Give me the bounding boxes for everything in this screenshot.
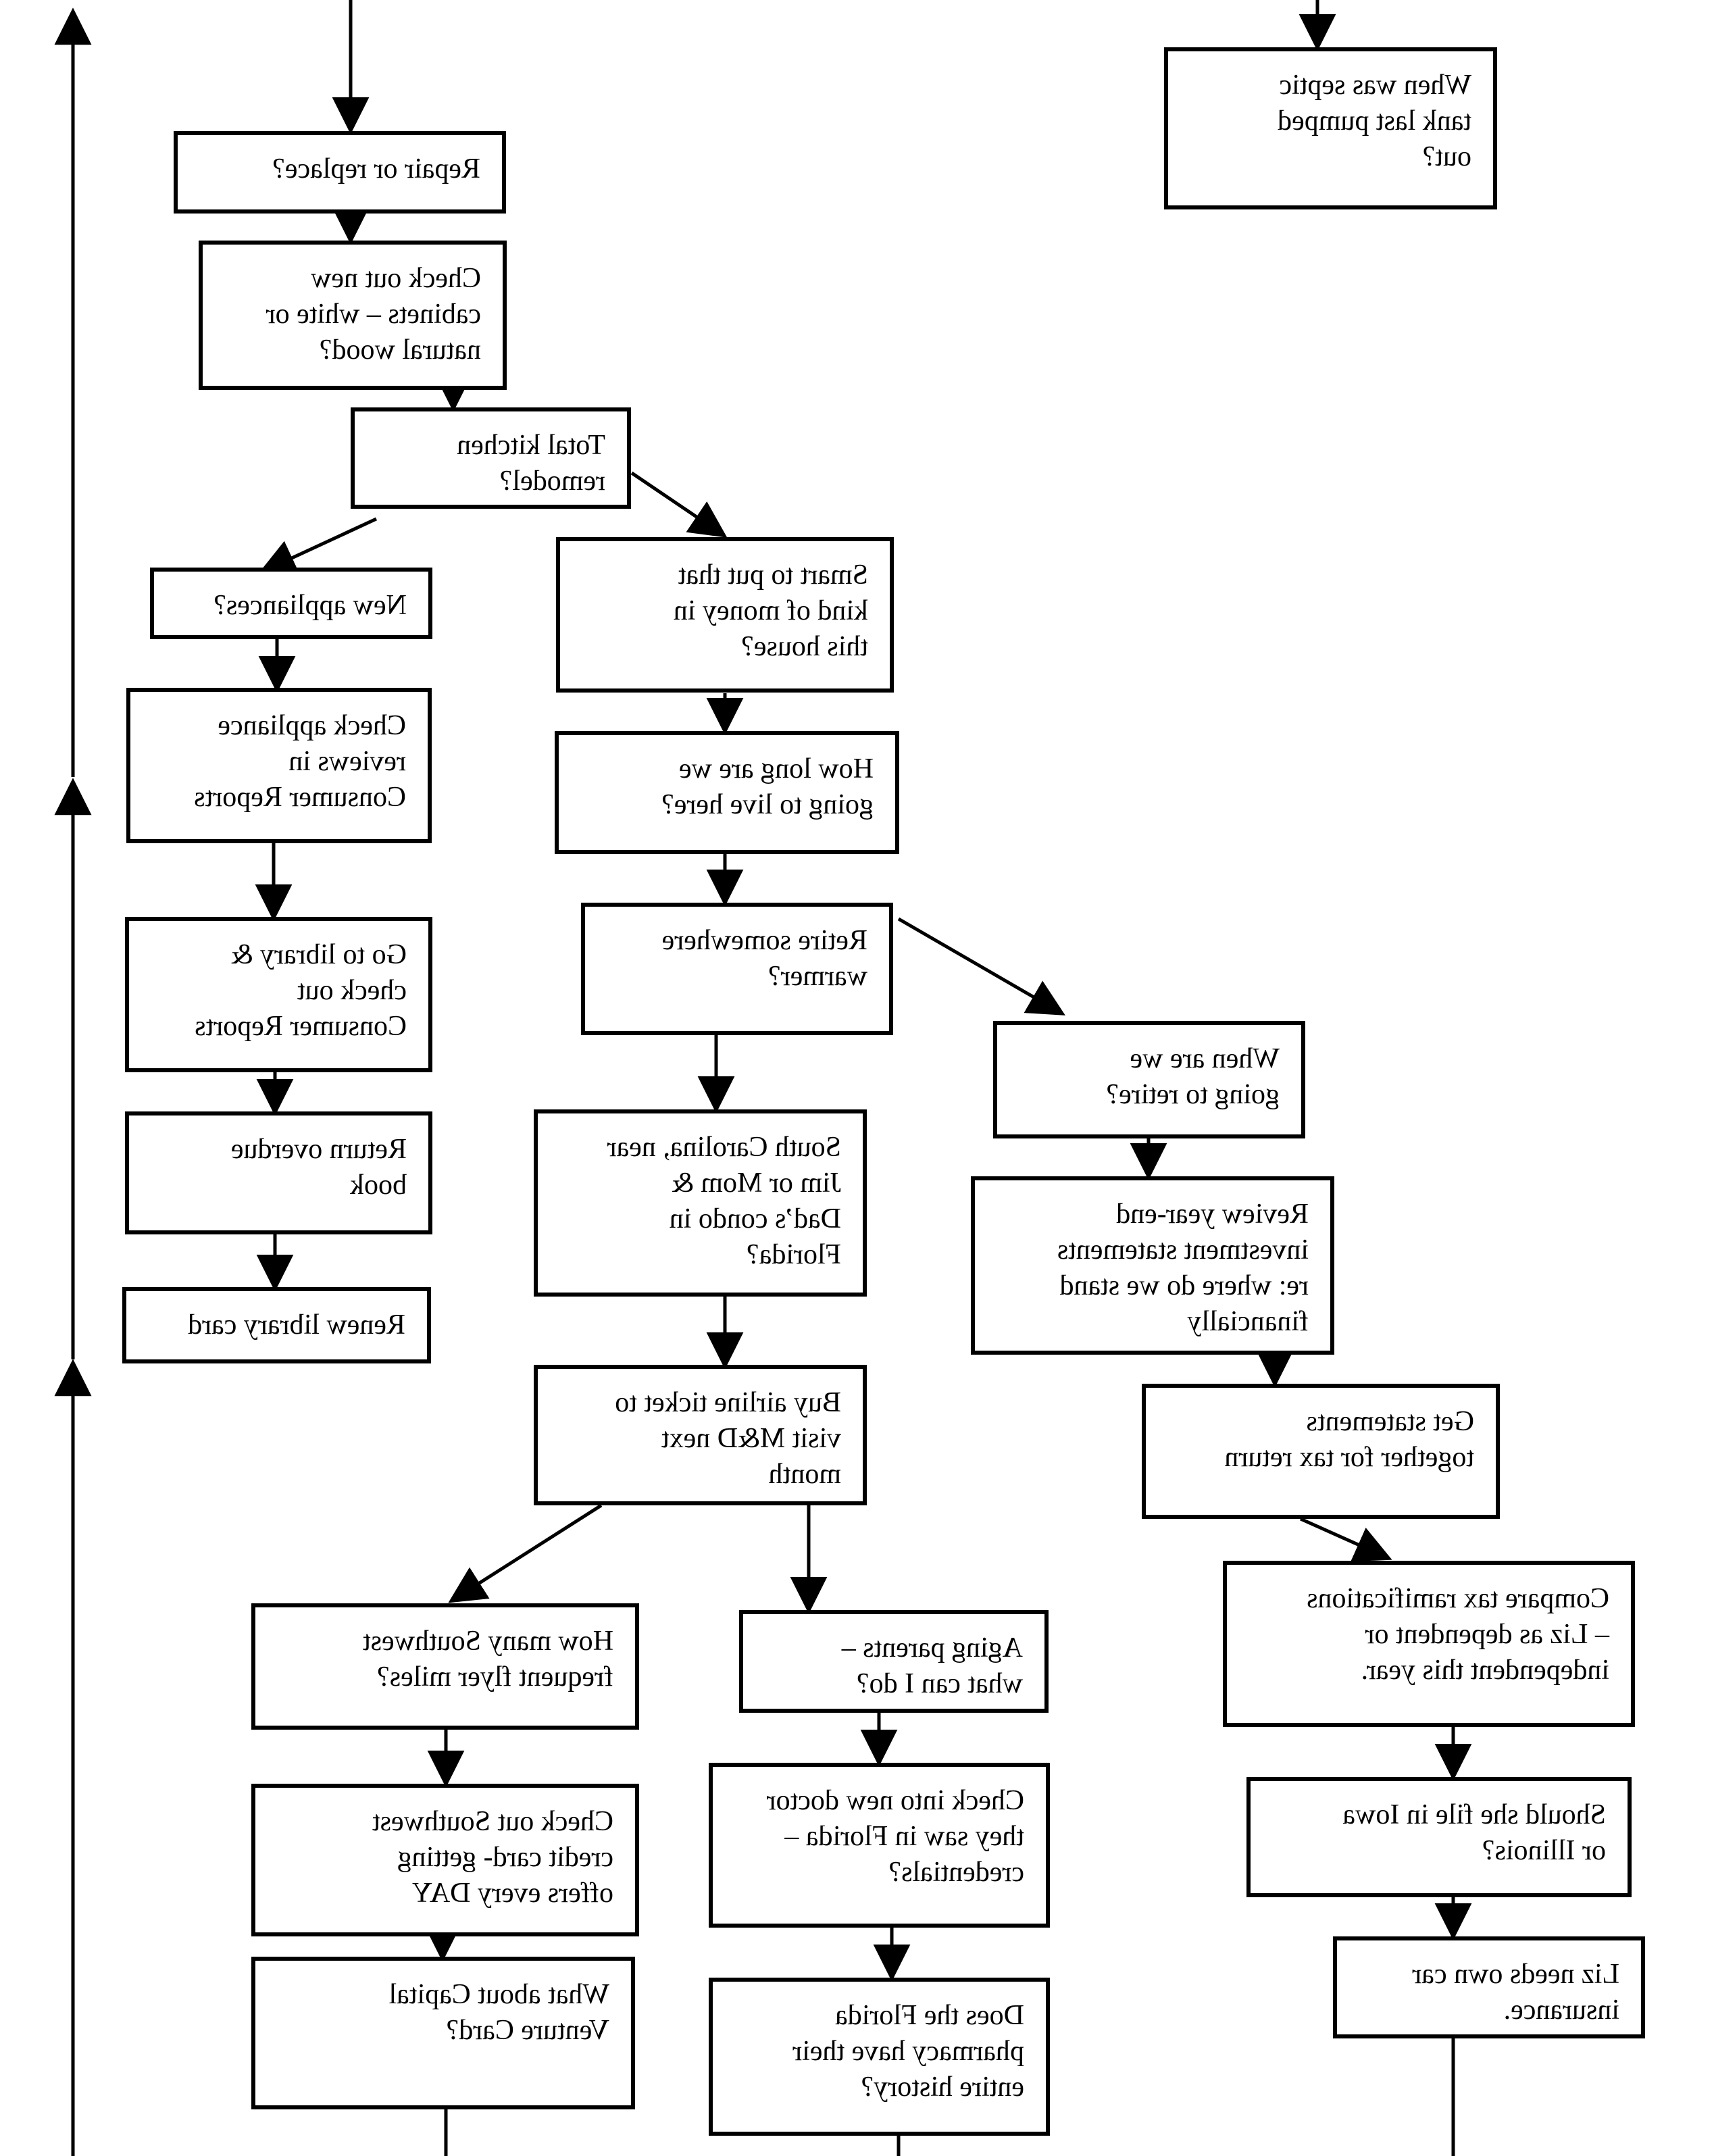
node-how-long-live-here: How long are we going to live here? xyxy=(555,731,899,854)
node-total-kitchen-remodel: Total kitchen remodel? xyxy=(351,407,631,509)
edge-kitchen-to-newappliances xyxy=(258,517,378,575)
node-repair-or-replace-label: Repair or replace? xyxy=(272,153,480,184)
node-get-statements: Get statements together for tax return xyxy=(1142,1384,1500,1519)
node-south-carolina-label: South Carolina, near Jim or Mom & Dad’s … xyxy=(607,1132,841,1270)
node-southwest-credit-card: Check out Southwest credit card- getting… xyxy=(251,1784,639,1936)
node-liz-car-insurance: Liz needs own car insurance. xyxy=(1333,1936,1645,2038)
node-florida-pharmacy-label: Does the Florida pharmacy have their ent… xyxy=(792,2000,1024,2103)
edge-getstatements-to-comparetax xyxy=(1299,1517,1392,1562)
edge-kitchen-to-smart xyxy=(630,471,728,538)
node-buy-airline-ticket-label: Buy airline ticket to visit M&D next mon… xyxy=(615,1387,841,1490)
node-when-retire: When are we going to retire? xyxy=(993,1021,1305,1138)
node-capital-venture-card-label: What about Capital Venture Card? xyxy=(388,1979,609,2046)
node-appliance-reviews: Check appliance reviews in Consumer Repo… xyxy=(126,688,432,843)
node-southwest-miles: How many Southwest frequent flyer miles? xyxy=(251,1603,639,1730)
node-septic-tank-label: When was septic tank last pumped out? xyxy=(1278,70,1471,172)
node-file-iowa-illinois: Should she file in Iowa or Illinois? xyxy=(1246,1777,1632,1897)
node-compare-tax-label: Compare tax ramifications – Liz as depen… xyxy=(1307,1583,1609,1686)
node-total-kitchen-remodel-label: Total kitchen remodel? xyxy=(457,430,605,497)
node-return-overdue-book: Return overdue book xyxy=(125,1111,432,1234)
node-compare-tax: Compare tax ramifications – Liz as depen… xyxy=(1223,1561,1635,1727)
node-review-investments-label: Review year-end investment statements re… xyxy=(1057,1199,1309,1337)
node-new-doctor: Check into new doctor they saw in Florid… xyxy=(709,1763,1050,1928)
node-repair-or-replace: Repair or replace? xyxy=(174,131,506,214)
node-smart-money-label: Smart to put that kind of money in this … xyxy=(673,559,868,662)
edge-buyticket-to-howmany xyxy=(448,1503,603,1603)
node-retire-warmer: Retire somewhere warmer? xyxy=(581,903,893,1035)
node-capital-venture-card: What about Capital Venture Card? xyxy=(251,1957,635,2109)
node-aging-parents-label: Aging parents – what can I do? xyxy=(841,1632,1023,1699)
node-new-appliances-label: New appliances? xyxy=(213,590,407,621)
node-renew-library-card: Renew library card xyxy=(122,1287,431,1363)
node-return-overdue-book-label: Return overdue book xyxy=(230,1134,407,1201)
node-new-cabinets: Check out new cabinets – white or natura… xyxy=(199,241,507,390)
node-when-retire-label: When are we going to retire? xyxy=(1106,1043,1280,1110)
node-file-iowa-illinois-label: Should she file in Iowa or Illinois? xyxy=(1342,1799,1606,1866)
node-florida-pharmacy: Does the Florida pharmacy have their ent… xyxy=(709,1978,1050,2136)
node-new-doctor-label: Check into new doctor they saw in Florid… xyxy=(766,1785,1024,1888)
node-go-to-library: Go to library & check out Consumer Repor… xyxy=(125,917,432,1072)
node-aging-parents: Aging parents – what can I do? xyxy=(739,1610,1049,1713)
node-septic-tank: When was septic tank last pumped out? xyxy=(1164,47,1497,209)
node-get-statements-label: Get statements together for tax return xyxy=(1224,1406,1474,1473)
node-liz-car-insurance-label: Liz needs own car insurance. xyxy=(1412,1959,1619,2026)
edge-retire-to-whenretire xyxy=(897,917,1065,1016)
node-retire-warmer-label: Retire somewhere warmer? xyxy=(661,925,867,992)
node-renew-library-card-label: Renew library card xyxy=(188,1309,405,1340)
node-new-appliances: New appliances? xyxy=(150,568,432,639)
node-how-long-live-here-label: How long are we going to live here? xyxy=(661,753,874,820)
node-appliance-reviews-label: Check appliance reviews in Consumer Repo… xyxy=(194,710,406,813)
node-southwest-credit-card-label: Check out Southwest credit card- getting… xyxy=(372,1806,613,1909)
node-new-cabinets-label: Check out new cabinets – white or natura… xyxy=(266,263,481,366)
node-smart-money: Smart to put that kind of money in this … xyxy=(556,537,894,693)
node-buy-airline-ticket: Buy airline ticket to visit M&D next mon… xyxy=(534,1365,867,1505)
node-review-investments: Review year-end investment statements re… xyxy=(971,1176,1334,1355)
node-south-carolina: South Carolina, near Jim or Mom & Dad’s … xyxy=(534,1109,867,1297)
node-go-to-library-label: Go to library & check out Consumer Repor… xyxy=(195,939,407,1042)
node-southwest-miles-label: How many Southwest frequent flyer miles? xyxy=(363,1626,613,1693)
